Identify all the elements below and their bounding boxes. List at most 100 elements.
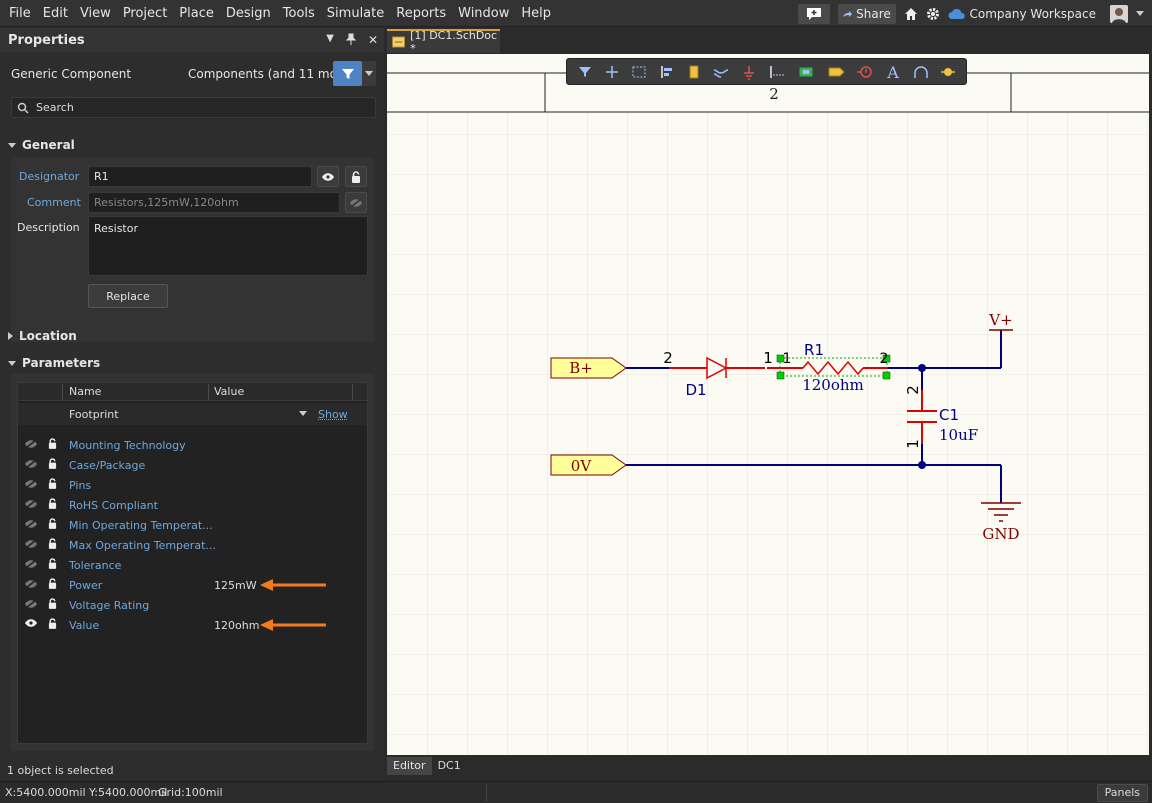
comment-button[interactable] [798, 4, 830, 24]
panels-button[interactable]: Panels [1097, 784, 1148, 802]
panel-menu-icon[interactable]: ▼ [326, 33, 334, 47]
visibility-toggle[interactable] [25, 579, 37, 589]
comment-field[interactable]: Resistors,125mW,120ohm [88, 192, 340, 213]
menu-simulate[interactable]: Simulate [321, 0, 390, 27]
select-rectangle-icon[interactable] [631, 64, 647, 80]
tab-dc1[interactable]: DC1 [432, 757, 467, 775]
menu-file[interactable]: File [3, 0, 37, 27]
menu-window[interactable]: Window [452, 0, 515, 27]
visibility-toggle[interactable] [25, 599, 37, 609]
table-row[interactable]: Value120ohm [18, 615, 367, 635]
footprint-dropdown-icon[interactable] [299, 411, 307, 416]
location-section-header[interactable]: Location [8, 329, 77, 343]
lock-toggle[interactable] [48, 558, 57, 569]
eye-hidden-icon [25, 599, 37, 609]
replace-button[interactable]: Replace [88, 284, 168, 308]
parameter-value[interactable]: 125mW [214, 579, 257, 592]
share-button[interactable]: Share [838, 4, 896, 24]
column-header-name[interactable]: Name [69, 385, 101, 398]
move-crosshair-icon[interactable] [604, 64, 620, 80]
lock-icon [48, 498, 57, 509]
designator-lock-button[interactable] [345, 166, 367, 187]
search-input[interactable]: Search [11, 97, 376, 118]
menu-help[interactable]: Help [515, 0, 557, 27]
table-row[interactable]: Tolerance [18, 555, 367, 575]
show-link[interactable]: Show [318, 408, 348, 421]
lock-toggle[interactable] [48, 458, 57, 469]
visibility-toggle[interactable] [25, 479, 37, 489]
directive-icon[interactable] [856, 64, 874, 80]
visibility-toggle[interactable] [25, 499, 37, 509]
filter-dropdown[interactable] [362, 61, 376, 86]
pin-icon[interactable] [346, 33, 356, 45]
lock-toggle[interactable] [48, 538, 57, 549]
visibility-toggle[interactable] [25, 519, 37, 529]
designator-field[interactable]: R1 [88, 166, 312, 187]
column-header-value[interactable]: Value [214, 385, 244, 398]
parameters-section-header[interactable]: Parameters [8, 356, 100, 370]
table-row[interactable]: Power125mW [18, 575, 367, 595]
power-vplus[interactable]: V+ [988, 311, 1013, 330]
selection-handle[interactable] [883, 372, 890, 379]
home-icon[interactable] [904, 7, 918, 21]
lock-toggle[interactable] [48, 438, 57, 449]
menu-tools[interactable]: Tools [277, 0, 321, 27]
lock-toggle[interactable] [48, 598, 57, 609]
designator-visibility-button[interactable] [317, 166, 339, 187]
port-icon[interactable] [827, 64, 845, 80]
menu-place[interactable]: Place [173, 0, 220, 27]
harness-icon[interactable] [768, 64, 786, 80]
lock-toggle[interactable] [48, 498, 57, 509]
power-port-icon[interactable] [741, 64, 757, 80]
text-icon[interactable]: A [885, 64, 901, 80]
lock-toggle[interactable] [48, 478, 57, 489]
lock-toggle[interactable] [48, 618, 57, 629]
port-bplus[interactable]: B+ [551, 358, 626, 378]
menu-reports[interactable]: Reports [390, 0, 452, 27]
comment-visibility-button[interactable] [345, 192, 367, 213]
filter-button[interactable] [333, 61, 362, 86]
lock-toggle[interactable] [48, 578, 57, 589]
table-row[interactable]: Mounting Technology [18, 435, 367, 455]
table-row[interactable]: RoHS Compliant [18, 495, 367, 515]
visibility-toggle[interactable] [25, 539, 37, 549]
general-section-header[interactable]: General [8, 138, 75, 152]
schematic-canvas[interactable]: 2 B+ 0V 2 1 [387, 54, 1149, 755]
lock-icon [48, 478, 57, 489]
table-row[interactable]: Case/Package [18, 455, 367, 475]
arc-icon[interactable] [913, 64, 929, 80]
menu-view[interactable]: View [74, 0, 117, 27]
selection-status: 1 object is selected [7, 764, 114, 777]
wire-icon[interactable] [713, 64, 729, 80]
lock-toggle[interactable] [48, 518, 57, 529]
description-field[interactable]: Resistor [88, 216, 368, 276]
visibility-toggle[interactable] [25, 559, 37, 569]
visibility-toggle[interactable] [25, 459, 37, 469]
avatar[interactable] [1110, 5, 1128, 23]
menu-edit[interactable]: Edit [37, 0, 74, 27]
menu-project[interactable]: Project [117, 0, 173, 27]
table-row[interactable]: Min Operating Temperat... [18, 515, 367, 535]
filter-icon[interactable] [577, 64, 593, 80]
port-0v[interactable]: 0V [551, 455, 626, 475]
table-row[interactable]: Pins [18, 475, 367, 495]
close-icon[interactable]: ✕ [368, 33, 378, 47]
tab-editor[interactable]: Editor [387, 757, 432, 775]
table-row[interactable]: Max Operating Temperat... [18, 535, 367, 555]
workspace-selector[interactable]: Company Workspace [948, 7, 1097, 21]
sheet-symbol-icon[interactable] [797, 64, 815, 80]
place-part-icon[interactable] [686, 64, 702, 80]
gear-icon[interactable] [926, 7, 940, 21]
avatar-dropdown-icon[interactable] [1136, 11, 1144, 16]
parameter-name: Tolerance [69, 559, 121, 572]
table-row[interactable]: Voltage Rating [18, 595, 367, 615]
selection-handle[interactable] [777, 372, 784, 379]
footprint-row[interactable]: Footprint Show [18, 403, 367, 425]
visibility-toggle[interactable] [25, 439, 37, 449]
document-tab[interactable]: [1] DC1.SchDoc * [387, 29, 500, 53]
align-icon[interactable] [659, 64, 675, 80]
menu-design[interactable]: Design [220, 0, 277, 27]
parameter-value[interactable]: 120ohm [214, 619, 259, 632]
visibility-toggle[interactable] [25, 619, 37, 627]
highlight-icon[interactable] [940, 64, 956, 80]
